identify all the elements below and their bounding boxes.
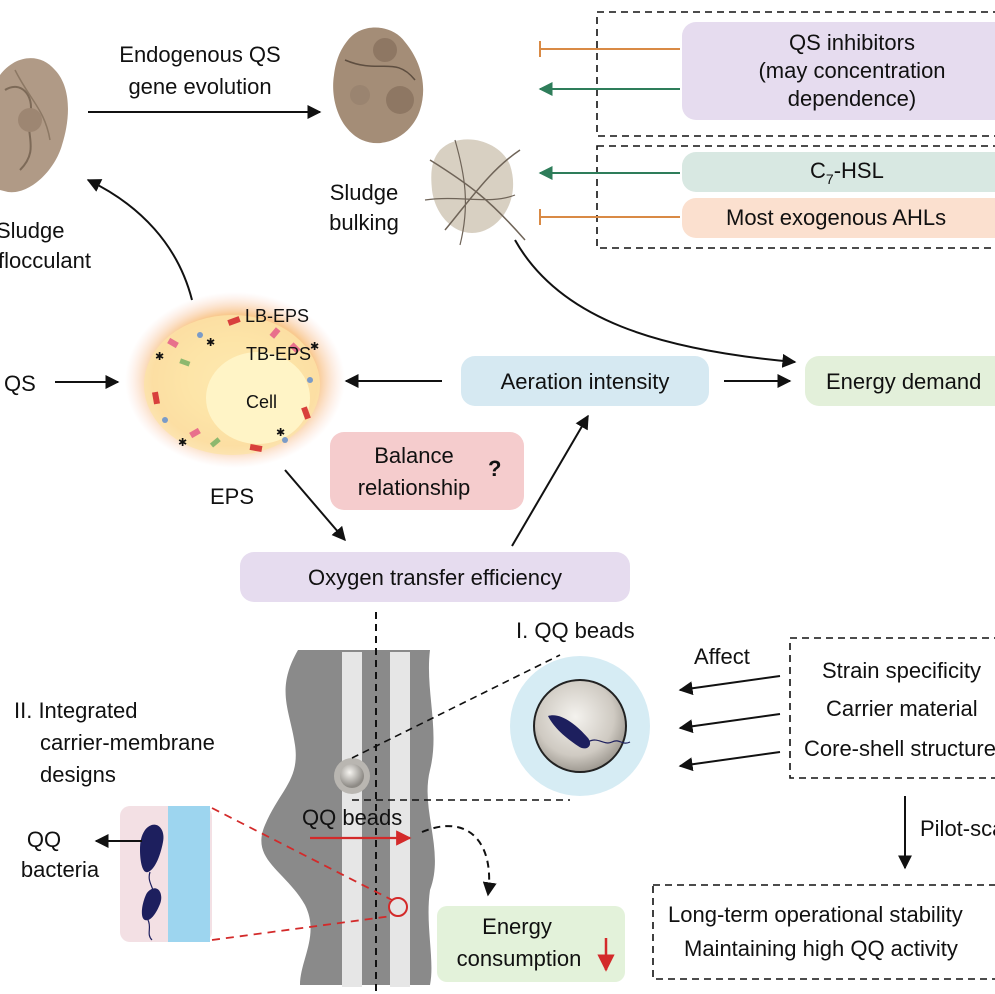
oxygen-transfer-label: Oxygen transfer efficiency [308,565,562,590]
svg-text:✱: ✱ [310,341,319,353]
zoom-line [351,654,561,759]
factor-core-shell-structure: Core-shell structure [804,736,995,761]
qs-inhibitors-label: (may concentration [758,58,945,83]
aeration-label: Aeration intensity [501,369,670,394]
eps-cell-image: ✱ ✱ ✱ ✱ ✱ [125,292,345,468]
qq-bead-image [510,656,650,796]
red-zoom-line [211,807,393,901]
balance-label: relationship [358,475,471,500]
qq-bacteria-label: QQ [27,827,61,852]
small-qq-bead [340,764,364,788]
qs-inhibitors-label: dependence) [788,86,916,111]
outcome-stability: Long-term operational stability [668,902,963,927]
outcome-dashed-box [652,884,995,980]
qs-inhibitors-label: QS inhibitors [789,30,915,55]
qs-inhibitors-box [682,22,995,120]
lb-eps-label: LB-EPS [245,306,309,326]
aeration-box [461,356,709,406]
to-energy-consumption-arrow [421,825,497,897]
qq-beads-flow-label: QQ beads [302,805,402,830]
factors-dashed-box [789,637,995,779]
integrated-designs-label: carrier-membrane [40,730,215,755]
membrane-insert-image [120,806,212,942]
affect-arrow [678,675,781,696]
svg-text:✱: ✱ [178,437,187,449]
balance-label: Balance [374,443,454,468]
pilot-label: Pilot-scale [920,816,995,841]
red-zoom-circle [388,897,408,917]
eps-label: EPS [210,484,254,509]
qs-inhibitors-dashed-frame [596,11,995,137]
balance-box [330,432,524,510]
balance-question-mark: ? [488,456,501,481]
factor-strain-specificity: Strain specificity [822,658,981,683]
eps-to-flocculant-arrow [86,179,193,301]
energy-demand-label: Energy demand [826,369,981,394]
integrated-designs-label: designs [40,762,116,787]
exogenous-ahls-label: Most exogenous AHLs [726,205,946,230]
svg-text:✱: ✱ [155,351,164,363]
exogenous-ahls-box [682,198,995,238]
bulking-to-energy-arrow [514,239,797,368]
affect-arrow [678,751,781,772]
qq-bacteria-label: bacteria [21,857,100,882]
affect-arrow [678,713,781,734]
integrated-designs-label: II. Integrated [14,698,138,723]
sludge-flocculant-label: Sludge [0,218,65,243]
sludge-bulking-label: bulking [329,210,399,235]
sludge-flocculant-image [0,58,68,193]
qs-label: QS [4,371,36,396]
factor-carrier-material: Carrier material [826,696,978,721]
ahl-dashed-frame [596,145,995,249]
energy-consumption-label: consumption [457,946,582,971]
red-zoom-line [211,915,393,941]
svg-text:✱: ✱ [276,427,285,439]
tb-eps-label: TB-EPS [246,344,311,364]
sludge-bulking-label: Sludge [330,180,399,205]
sludge-bulking-image [333,27,526,246]
svg-text:✱: ✱ [206,337,215,349]
c7-hsl-label: C7-HSL [810,158,884,187]
qq-beads-title: I. QQ beads [516,618,635,643]
energy-demand-box [805,356,995,406]
c7-hsl-box [682,152,995,192]
cell-label: Cell [246,392,277,412]
sludge-flocculant-label: flocculant [0,248,91,273]
evolution-label: Endogenous QS [119,42,280,67]
evolution-label: gene evolution [128,74,271,99]
affect-label: Affect [694,644,750,669]
energy-consumption-label: Energy [482,914,552,939]
outcome-qq-activity: Maintaining high QQ activity [684,936,958,961]
energy-consumption-box [437,906,625,982]
eps-to-oxygen-arrow [284,469,346,542]
oxygen-transfer-box [240,552,630,602]
oxygen-to-aeration-arrow [511,414,589,547]
